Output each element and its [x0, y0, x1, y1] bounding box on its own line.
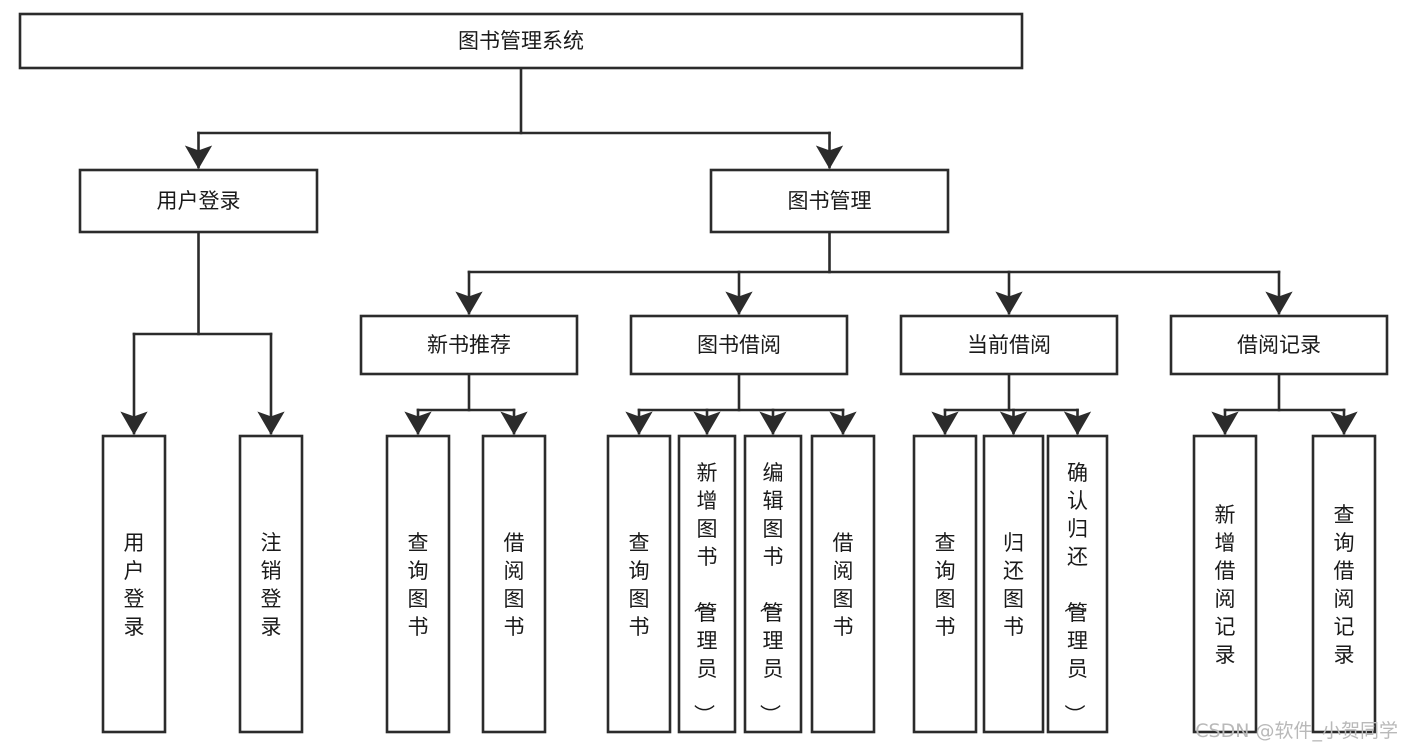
node-leaf-edit-book-box [743, 434, 803, 734]
node-leaf-edit-book-label: 编辑图书（管理员） [758, 461, 784, 725]
node-leaf-user-logout-label: 注销登录 [261, 531, 282, 639]
node-user-login-label: 用户登录 [157, 189, 241, 213]
node-book-borrow-box [629, 314, 849, 376]
node-leaf-query-record-box [1311, 434, 1377, 734]
connector-lines [120, 66, 1358, 435]
node-leaf-query-book-1-label: 查询图书 [408, 531, 429, 639]
node-leaf-query-book-2-box [606, 434, 672, 734]
node-leaf-query-book-3-label: 查询图书 [935, 531, 956, 639]
node-leaf-borrow-book-2[interactable]: 借阅图书 [810, 434, 876, 734]
node-new-book-recommend-label: 新书推荐 [427, 333, 511, 357]
node-user-login-box [78, 168, 319, 234]
node-leaf-user-logout[interactable]: 注销登录 [238, 434, 304, 734]
node-borrow-record[interactable]: 借阅记录 [1169, 314, 1389, 376]
node-leaf-borrow-book-1-box [481, 434, 547, 734]
node-new-book-recommend[interactable]: 新书推荐 [359, 314, 579, 376]
node-leaf-query-book-1-box [385, 434, 451, 734]
node-root-label: 图书管理系统 [458, 29, 584, 53]
node-leaf-query-book-3-box [912, 434, 978, 734]
node-leaf-return-book-label: 归还图书 [1003, 531, 1024, 639]
node-leaf-borrow-book-1[interactable]: 借阅图书 [481, 434, 547, 734]
node-book-manage-box [709, 168, 950, 234]
node-leaf-user-login[interactable]: 用户登录 [101, 434, 167, 734]
node-root-box [18, 12, 1024, 70]
node-leaf-add-book-label: 新增图书（管理员） [692, 461, 718, 725]
node-leaf-return-book[interactable]: 归还图书 [982, 434, 1045, 734]
node-leaf-add-record[interactable]: 新增借阅记录 [1192, 434, 1258, 734]
node-leaf-add-book[interactable]: 新增图书（管理员） [677, 434, 737, 734]
node-leaf-query-book-2[interactable]: 查询图书 [606, 434, 672, 734]
node-leaf-query-book-1[interactable]: 查询图书 [385, 434, 451, 734]
node-book-borrow[interactable]: 图书借阅 [629, 314, 849, 376]
node-book-manage-label: 图书管理 [788, 189, 872, 213]
node-leaf-query-book-3[interactable]: 查询图书 [912, 434, 978, 734]
node-leaf-user-login-label: 用户登录 [124, 531, 145, 639]
node-leaf-add-record-label: 新增借阅记录 [1215, 503, 1236, 667]
node-leaf-user-login-box [101, 434, 167, 734]
node-leaf-confirm-return-box [1046, 434, 1109, 734]
node-current-borrow-box [899, 314, 1119, 376]
node-new-book-recommend-box [359, 314, 579, 376]
csdn-watermark: CSDN @软件_小贺同学 [1195, 720, 1398, 742]
node-root[interactable]: 图书管理系统 [18, 12, 1024, 70]
node-leaf-return-book-box [982, 434, 1045, 734]
node-leaf-edit-book[interactable]: 编辑图书（管理员） [743, 434, 803, 734]
node-leaf-add-book-box [677, 434, 737, 734]
node-boxes: 图书管理系统用户登录图书管理新书推荐图书借阅当前借阅借阅记录用户登录注销登录查询… [18, 12, 1389, 734]
node-leaf-confirm-return[interactable]: 确认归还（管理员） [1046, 434, 1109, 734]
node-leaf-borrow-book-2-box [810, 434, 876, 734]
node-leaf-user-logout-box [238, 434, 304, 734]
node-user-login[interactable]: 用户登录 [78, 168, 319, 234]
node-leaf-query-record[interactable]: 查询借阅记录 [1311, 434, 1377, 734]
node-leaf-query-book-2-label: 查询图书 [629, 531, 650, 639]
node-current-borrow[interactable]: 当前借阅 [899, 314, 1119, 376]
node-leaf-query-record-label: 查询借阅记录 [1334, 503, 1355, 667]
node-book-manage[interactable]: 图书管理 [709, 168, 950, 234]
node-borrow-record-label: 借阅记录 [1237, 333, 1321, 357]
node-book-borrow-label: 图书借阅 [697, 333, 781, 357]
node-borrow-record-box [1169, 314, 1389, 376]
node-leaf-confirm-return-label: 确认归还（管理员） [1062, 461, 1088, 725]
node-leaf-borrow-book-1-label: 借阅图书 [504, 531, 525, 639]
node-current-borrow-label: 当前借阅 [967, 333, 1051, 357]
node-leaf-borrow-book-2-label: 借阅图书 [833, 531, 854, 639]
node-leaf-add-record-box [1192, 434, 1258, 734]
